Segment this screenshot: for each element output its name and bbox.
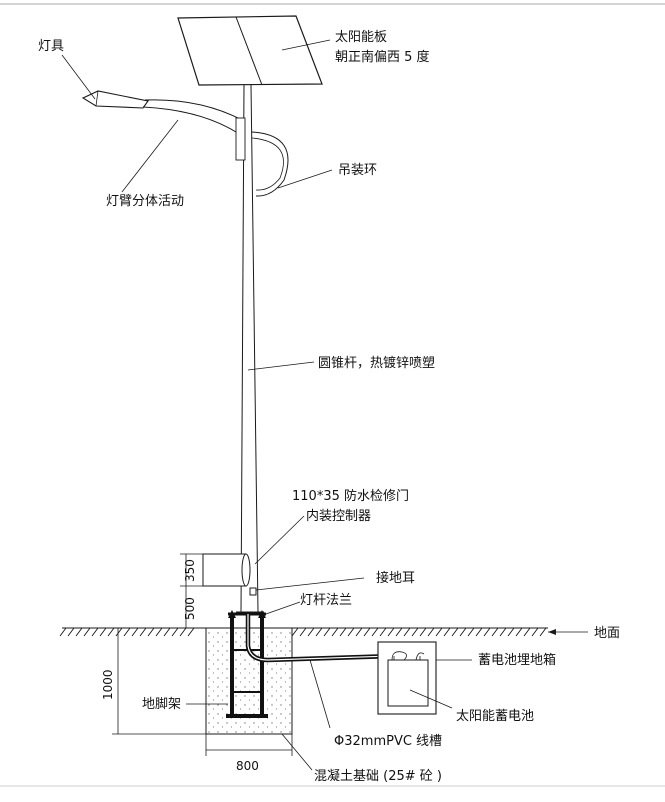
ground-hatch-mark xyxy=(499,627,507,637)
ground-hatch-mark xyxy=(307,627,315,637)
maintenance-door xyxy=(202,553,251,587)
ground-hatch-mark xyxy=(411,627,419,637)
label-lamp: 灯具 xyxy=(38,39,64,54)
dimension-350: 350 xyxy=(183,559,197,582)
dimension-500: 500 xyxy=(183,597,197,620)
ground-hatch-mark xyxy=(395,627,403,637)
ground-hatch-mark xyxy=(507,627,515,637)
battery-box xyxy=(377,641,437,715)
pvc-conduit xyxy=(245,614,393,663)
ground-hatch-mark xyxy=(459,627,467,637)
ground-hatch-mark xyxy=(491,627,499,637)
ground-hatch-mark xyxy=(339,627,347,637)
ground-hatch-mark xyxy=(99,627,107,637)
ground-hatch-mark xyxy=(515,627,523,637)
ground-hatch-mark xyxy=(139,627,147,637)
ground-hatch-mark xyxy=(83,627,91,637)
dimension-800: 800 xyxy=(236,759,259,773)
ground-lug xyxy=(249,587,257,596)
ground-hatch-mark xyxy=(443,627,451,637)
dimension-1000: 1000 xyxy=(101,669,115,700)
ground-hatch-mark xyxy=(299,627,307,637)
ground-hatch-mark xyxy=(155,627,163,637)
ground-hatch-mark xyxy=(187,627,195,637)
ground-hatch-mark xyxy=(355,627,363,637)
ground-hatch-mark xyxy=(75,627,83,637)
ground-hatch-mark xyxy=(379,627,387,637)
ground-hatch-mark xyxy=(403,627,411,637)
solar-panel xyxy=(177,15,323,86)
hoist-ring xyxy=(251,131,289,197)
label-ground-lug: 接地耳 xyxy=(376,570,415,586)
dimension-vertical-upper xyxy=(180,553,203,629)
ground-hatch-mark xyxy=(523,627,531,637)
label-foundation: 混凝土基础 (25# 砼 ) xyxy=(314,768,442,784)
ground-hatch-mark xyxy=(331,627,339,637)
label-pole: 圆锥杆，热镀锌喷塑 xyxy=(318,355,435,371)
lamp-arm xyxy=(142,99,246,161)
ground-hatch-mark xyxy=(163,627,171,637)
label-door: 110*35 防水检修门 xyxy=(292,488,409,504)
dimension-vertical-lower xyxy=(112,628,206,735)
pole xyxy=(236,84,264,613)
ground-hatch-mark xyxy=(451,627,459,637)
leader-lines xyxy=(61,39,588,771)
label-anchor: 地脚架 xyxy=(142,696,181,712)
ground-hatch-mark xyxy=(371,627,379,637)
ground-hatch-mark xyxy=(59,627,67,637)
ground-hatch-mark xyxy=(323,627,331,637)
ground-hatch-mark xyxy=(91,627,99,637)
ground-hatch-mark xyxy=(315,627,323,637)
label-solar-panel: 太阳能板 xyxy=(335,30,387,45)
label-ground: 地面 xyxy=(594,626,620,641)
ground-hatch-mark xyxy=(531,627,539,637)
label-battery: 太阳能蓄电池 xyxy=(456,709,534,724)
ground-hatch-mark xyxy=(115,627,123,637)
dimension-horizontal xyxy=(205,734,293,756)
ground-hatch-mark xyxy=(123,627,131,637)
ground-hatch-mark xyxy=(291,627,299,637)
ground-hatch-mark xyxy=(483,627,491,637)
ground-hatch-mark xyxy=(539,627,547,637)
ground-hatch-mark xyxy=(467,627,475,637)
ground-hatch-mark xyxy=(435,627,443,637)
label-solar-orientation: 朝正南偏西 5 度 xyxy=(335,49,430,65)
ground-hatch-mark xyxy=(107,627,115,637)
ground-hatch-mark xyxy=(147,627,155,637)
label-hoist-ring: 吊装环 xyxy=(338,163,377,178)
ground-hatch-mark xyxy=(475,627,483,637)
ground-hatch-mark xyxy=(387,627,395,637)
label-controller: 内装控制器 xyxy=(306,508,371,524)
ground-hatch-mark xyxy=(347,627,355,637)
ground-hatch-mark xyxy=(427,627,435,637)
ground-hatch-mark xyxy=(131,627,139,637)
label-flange: 灯杆法兰 xyxy=(300,593,352,608)
label-battery-box: 蓄电池埋地箱 xyxy=(478,652,556,668)
ground-hatch-mark xyxy=(67,627,75,637)
label-arm: 灯臂分体活动 xyxy=(106,194,184,209)
ground-surface xyxy=(59,627,548,637)
ground-hatch-mark xyxy=(363,627,371,637)
label-conduit: Φ32mmPVC 线槽 xyxy=(334,734,442,749)
lamp-head xyxy=(81,90,149,109)
ground-hatch-mark xyxy=(179,627,187,637)
ground-hatch-mark xyxy=(171,627,179,637)
ground-hatch-mark xyxy=(419,627,427,637)
